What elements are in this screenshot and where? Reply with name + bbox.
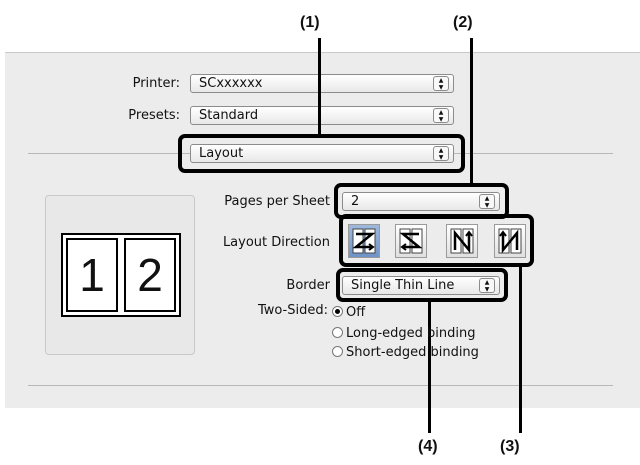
two-sided-label: Two-Sided: bbox=[257, 303, 328, 318]
radio-unselected-icon bbox=[332, 346, 343, 357]
callout-3: (3) bbox=[500, 438, 520, 455]
callout-2: (2) bbox=[453, 14, 473, 31]
two-sided-option-label: Off bbox=[346, 305, 366, 320]
presets-label: Presets: bbox=[128, 108, 180, 123]
layout-direction-label: Layout Direction bbox=[222, 235, 330, 250]
updown-arrows-icon: ▲▼ bbox=[433, 76, 449, 91]
pages-per-sheet-value: 2 bbox=[351, 194, 360, 209]
border-label: Border bbox=[286, 278, 330, 293]
presets-value: Standard bbox=[199, 108, 259, 123]
preview-page-1: 1 bbox=[66, 238, 118, 312]
s-reverse-icon bbox=[399, 228, 423, 254]
leader-line-3 bbox=[519, 265, 522, 433]
pages-per-sheet-select[interactable]: 2 ▲▼ bbox=[342, 192, 500, 211]
z-left-to-right-icon bbox=[352, 228, 376, 254]
updown-arrows-icon: ▲▼ bbox=[433, 108, 449, 123]
highlight-box-4 bbox=[336, 268, 508, 302]
panel-select[interactable]: Layout ▲▼ bbox=[190, 144, 454, 163]
two-sided-option-label: Long-edged binding bbox=[346, 326, 476, 341]
two-sided-option-long-edge[interactable]: Long-edged binding bbox=[332, 326, 476, 341]
layout-direction-option-4[interactable] bbox=[494, 224, 526, 258]
layout-direction-option-3[interactable] bbox=[446, 224, 478, 258]
callout-4: (4) bbox=[418, 438, 438, 455]
printer-select[interactable]: SCxxxxxx ▲▼ bbox=[190, 74, 454, 93]
two-sided-option-short-edge[interactable]: Short-edged binding bbox=[332, 345, 479, 360]
pages-per-sheet-label: Pages per Sheet bbox=[224, 194, 330, 209]
leader-line-2 bbox=[470, 38, 473, 185]
two-sided-option-off[interactable]: Off bbox=[332, 305, 365, 320]
divider-bottom bbox=[28, 385, 613, 386]
highlight-box-1 bbox=[178, 134, 465, 173]
updown-arrows-icon: ▲▼ bbox=[479, 278, 495, 293]
layout-direction-option-2[interactable] bbox=[395, 224, 427, 258]
preview-page-2: 2 bbox=[124, 238, 176, 312]
radio-selected-icon bbox=[332, 306, 343, 317]
n-reverse-icon bbox=[498, 228, 522, 254]
panel-value: Layout bbox=[199, 146, 244, 161]
n-top-to-bottom-icon bbox=[450, 228, 474, 254]
highlight-box-3 bbox=[339, 214, 534, 267]
radio-unselected-icon bbox=[332, 327, 343, 338]
callout-1: (1) bbox=[300, 14, 320, 31]
leader-line-1 bbox=[318, 38, 321, 136]
presets-select[interactable]: Standard ▲▼ bbox=[190, 106, 454, 125]
printer-label: Printer: bbox=[132, 76, 180, 91]
two-sided-option-label: Short-edged binding bbox=[346, 345, 479, 360]
border-select[interactable]: Single Thin Line ▲▼ bbox=[342, 276, 500, 295]
layout-direction-option-1[interactable] bbox=[348, 224, 380, 258]
updown-arrows-icon: ▲▼ bbox=[479, 194, 495, 209]
updown-arrows-icon: ▲▼ bbox=[433, 146, 449, 161]
leader-line-4 bbox=[428, 300, 431, 433]
layout-preview: 1 2 bbox=[45, 195, 195, 355]
preview-sheet: 1 2 bbox=[61, 233, 181, 317]
printer-value: SCxxxxxx bbox=[199, 76, 263, 91]
border-value: Single Thin Line bbox=[351, 278, 455, 293]
